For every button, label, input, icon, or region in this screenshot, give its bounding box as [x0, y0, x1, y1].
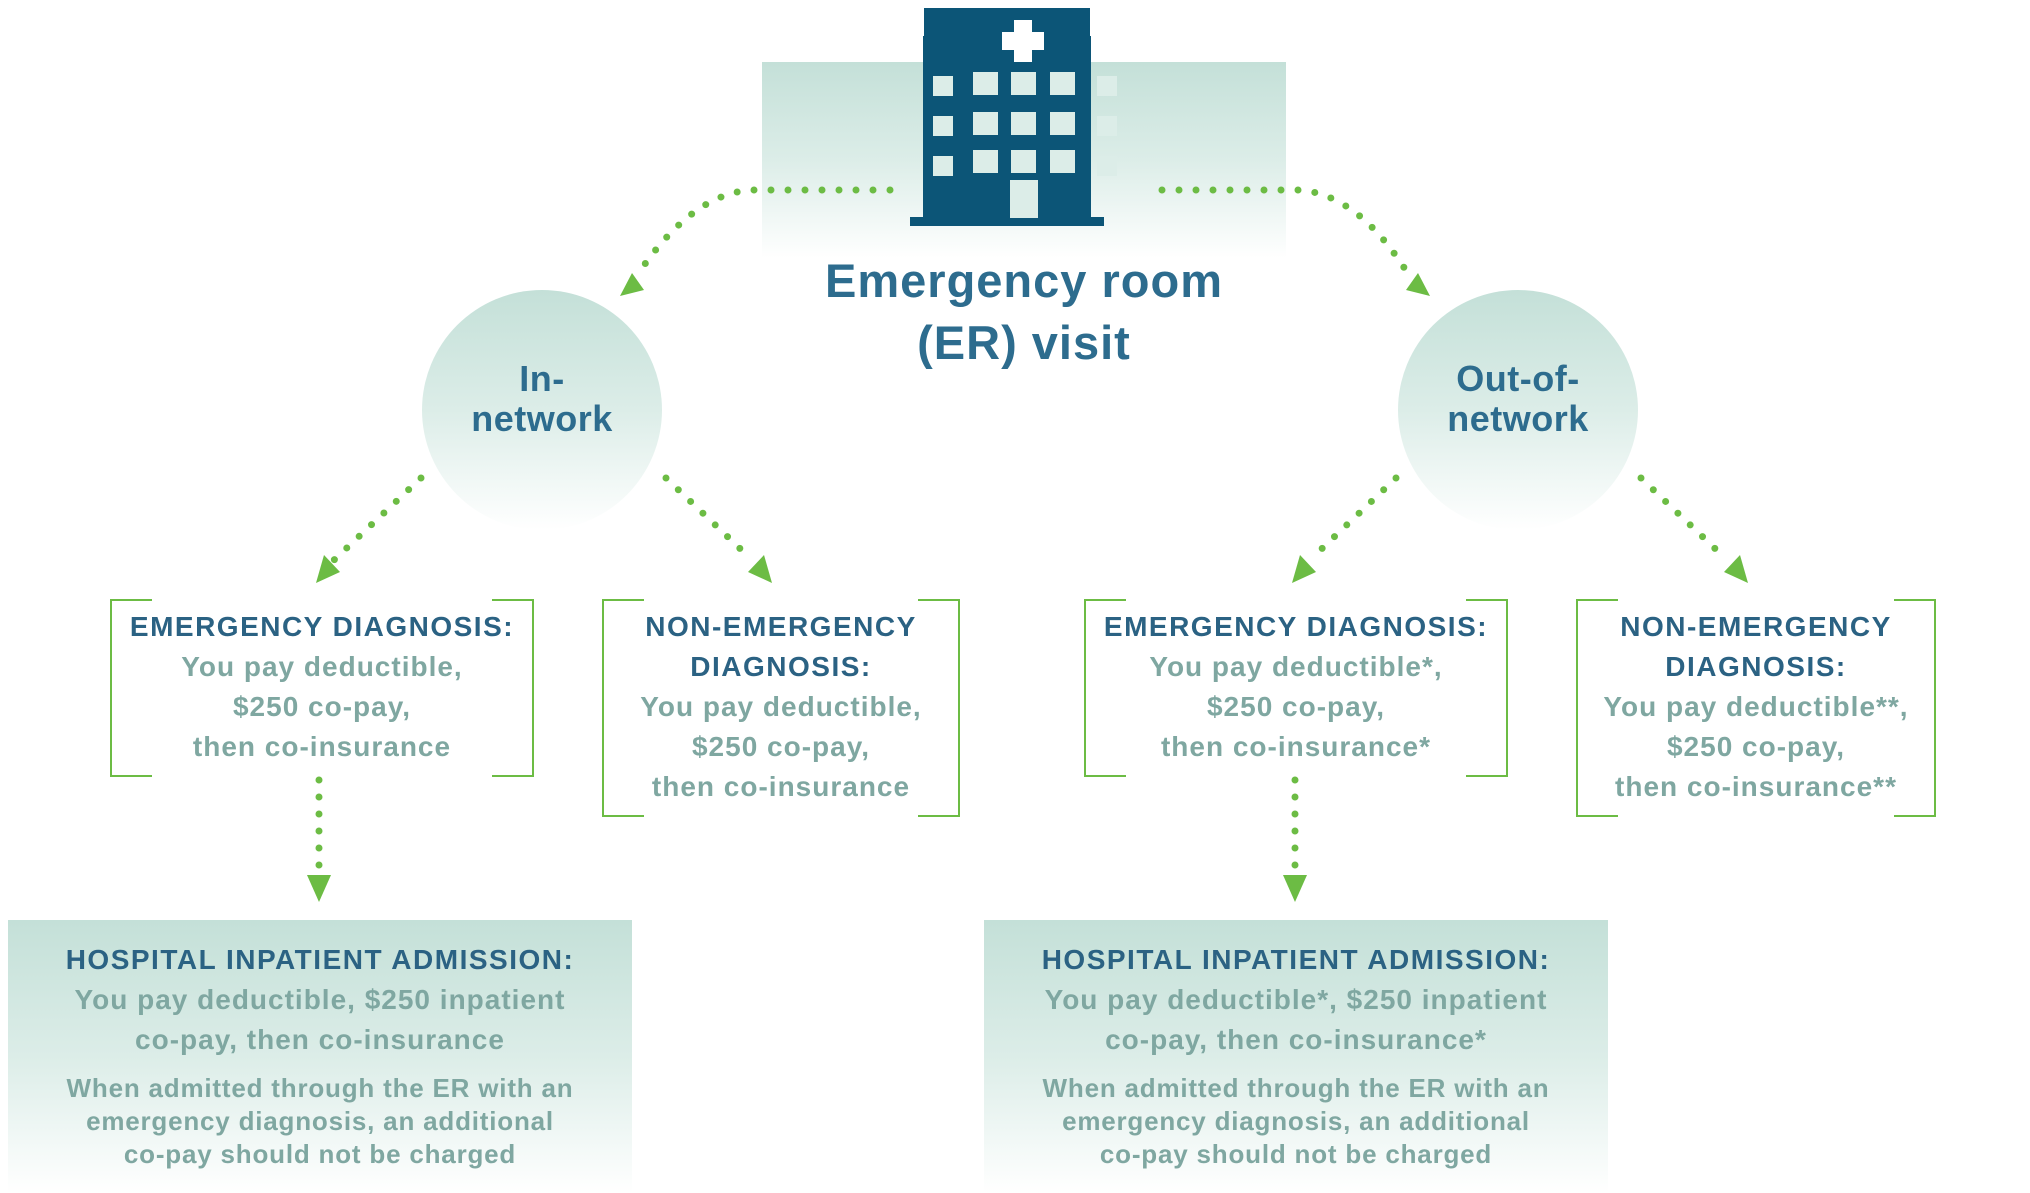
out-nonemergency-body-2: $250 co-pay, [1666, 731, 1846, 762]
arrowhead-in-nonemergency [748, 555, 772, 583]
out-nonemergency-heading-1: NON-EMERGENCY [1620, 611, 1892, 642]
out-nonemergency-heading-2: DIAGNOSIS: [1665, 651, 1847, 682]
diagram-title: Emergency room (ER) visit [730, 250, 1318, 374]
arrowhead-out-emergency [1292, 555, 1316, 583]
out-admission-note: When admitted through the ER with an eme… [984, 1072, 1608, 1171]
in-admission-note-3: co-pay should not be charged [123, 1139, 517, 1169]
out-network-admission-panel: HOSPITAL INPATIENT ADMISSION: You pay de… [984, 920, 1608, 1193]
out-network-label-1: Out-of- [1456, 358, 1580, 399]
out-emergency-body-1: You pay deductible*, [1149, 651, 1443, 682]
arrow-in-to-nonemergency [662, 474, 756, 564]
in-network-admission-panel: HOSPITAL INPATIENT ADMISSION: You pay de… [8, 920, 632, 1193]
out-network-emergency-box: EMERGENCY DIAGNOSIS: You pay deductible*… [1084, 599, 1508, 777]
in-emergency-heading: EMERGENCY DIAGNOSIS: [129, 611, 515, 642]
title-line-1: Emergency room [825, 254, 1223, 307]
hospital-panel [762, 62, 1286, 258]
arrowhead-in-admission [307, 875, 331, 902]
arrow-out-to-nonemergency [1637, 474, 1731, 564]
in-network-nonemergency-box: NON-EMERGENCY DIAGNOSIS: You pay deducti… [602, 599, 960, 817]
out-admission-body-2: co-pay, then co-insurance* [1105, 1024, 1487, 1055]
out-nonemergency-body-3: then co-insurance** [1615, 771, 1897, 802]
in-network-node: In- network [422, 290, 662, 530]
out-emergency-body-3: then co-insurance* [1160, 731, 1432, 762]
in-admission-body-2: co-pay, then co-insurance [135, 1024, 505, 1055]
out-admission-body-1: You pay deductible*, $250 inpatient [1044, 984, 1548, 1015]
arrowhead-in-network [620, 273, 644, 296]
out-of-network-node: Out-of- network [1398, 290, 1638, 530]
in-nonemergency-heading-2: DIAGNOSIS: [690, 651, 872, 682]
in-admission-note-2: emergency diagnosis, an additional [86, 1106, 554, 1136]
out-admission-heading: HOSPITAL INPATIENT ADMISSION: [1041, 944, 1551, 975]
in-nonemergency-heading-1: NON-EMERGENCY [645, 611, 917, 642]
in-network-label-1: In- [519, 358, 565, 399]
out-admission-note-1: When admitted through the ER with an [1042, 1073, 1550, 1103]
in-network-emergency-box: EMERGENCY DIAGNOSIS: You pay deductible,… [110, 599, 534, 777]
in-nonemergency-body-2: $250 co-pay, [691, 731, 871, 762]
title-line-2: (ER) visit [917, 316, 1131, 369]
arrowhead-in-emergency [316, 555, 340, 583]
out-admission-note-2: emergency diagnosis, an additional [1062, 1106, 1530, 1136]
arrow-in-to-emergency [330, 474, 425, 564]
in-emergency-body-2: $250 co-pay, [232, 691, 412, 722]
in-nonemergency-body-1: You pay deductible, [640, 691, 922, 722]
in-admission-body-1: You pay deductible, $250 inpatient [74, 984, 566, 1015]
in-network-label-2: network [471, 398, 613, 439]
arrowhead-out-admission [1283, 875, 1307, 902]
in-admission-heading: HOSPITAL INPATIENT ADMISSION: [65, 944, 575, 975]
out-admission-note-3: co-pay should not be charged [1099, 1139, 1493, 1169]
out-nonemergency-body-1: You pay deductible**, [1603, 691, 1909, 722]
out-emergency-heading: EMERGENCY DIAGNOSIS: [1103, 611, 1489, 642]
arrowhead-out-network [1406, 273, 1430, 296]
in-nonemergency-body-3: then co-insurance [651, 771, 911, 802]
medical-cross-icon [1002, 20, 1044, 62]
in-admission-note-1: When admitted through the ER with an [66, 1073, 574, 1103]
out-network-label-2: network [1447, 398, 1589, 439]
arrowhead-out-nonemergency [1724, 555, 1748, 583]
in-emergency-body-1: You pay deductible, [181, 651, 463, 682]
arrow-out-to-emergency [1306, 474, 1400, 564]
out-emergency-body-2: $250 co-pay, [1206, 691, 1386, 722]
in-emergency-body-3: then co-insurance [192, 731, 452, 762]
out-network-nonemergency-box: NON-EMERGENCY DIAGNOSIS: You pay deducti… [1576, 599, 1936, 817]
in-admission-note: When admitted through the ER with an eme… [8, 1072, 632, 1171]
